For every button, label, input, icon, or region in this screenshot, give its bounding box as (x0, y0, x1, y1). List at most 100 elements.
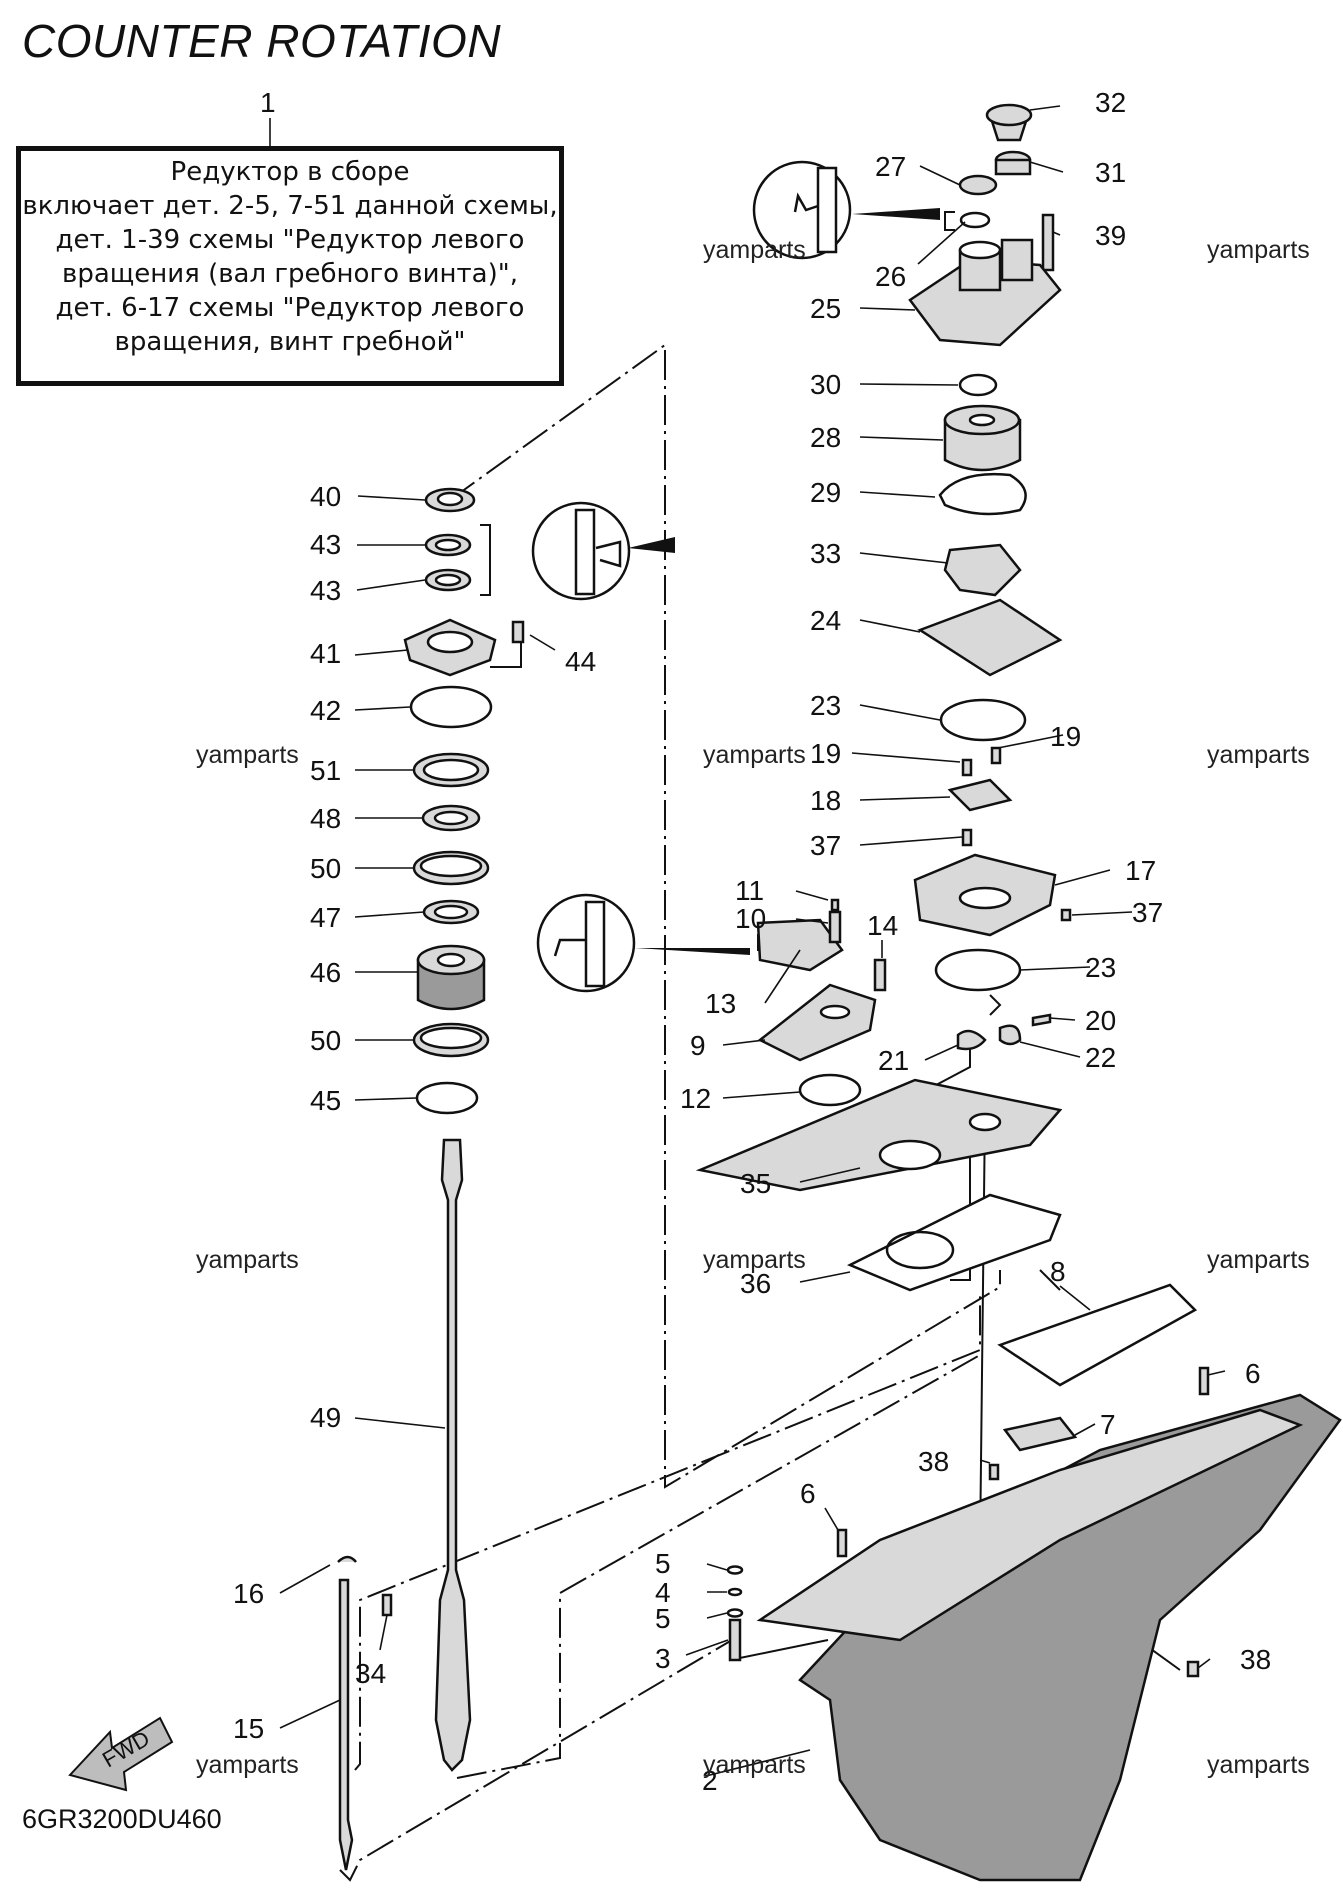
part-6-dowel-right (1198, 1366, 1210, 1396)
assembly-note-line: дет. 6-17 схемы "Редуктор левого (55, 293, 525, 323)
callout-43-upper: 43 (310, 529, 341, 560)
watermark-text: yamparts (1207, 236, 1310, 264)
assembly-note-line: дет. 1-39 схемы "Редуктор левого (55, 225, 525, 255)
callout-38-lower: 38 (1240, 1644, 1271, 1675)
part-3-bushing (728, 1618, 742, 1662)
right-pump-parts (695, 103, 1342, 1882)
callout-leader-lines (269, 105, 1226, 1777)
watermark-text: yamparts (196, 741, 299, 769)
part-22-key (998, 1024, 1022, 1046)
part-10-pin (828, 910, 842, 944)
part-14-bolt (873, 958, 887, 992)
callout-34: 34 (355, 1658, 386, 1689)
callout-7: 7 (1100, 1409, 1116, 1440)
callout-5-lower: 5 (655, 1603, 671, 1634)
part-12-o-ring (798, 1073, 862, 1107)
assembly-note-line: вращения, винт гребной" (114, 327, 466, 357)
callout-21: 21 (878, 1045, 909, 1076)
watermark-text: yamparts (1207, 1246, 1310, 1274)
callout-4: 4 (655, 1577, 671, 1608)
watermark-text: yamparts (1207, 741, 1310, 769)
part-35-wear-plate-gasket (695, 1078, 1063, 1192)
callout-37-upper: 37 (810, 830, 841, 861)
callout-14: 14 (867, 910, 898, 941)
callout-33: 33 (810, 538, 841, 569)
assembly-note-line: Редуктор в сборе (170, 157, 410, 187)
forward-direction-arrow: FWD (68, 1716, 174, 1792)
part-16-clip (337, 1555, 357, 1563)
part-29-gasket (938, 473, 1027, 516)
callout-31: 31 (1095, 157, 1126, 188)
part-20-bolt (1031, 1013, 1052, 1027)
callout-46: 46 (310, 957, 341, 988)
part-33-impeller (943, 543, 1022, 597)
callout-15: 15 (233, 1713, 264, 1744)
callout-17: 17 (1125, 855, 1156, 886)
callout-8: 8 (1050, 1256, 1066, 1287)
callout-16: 16 (233, 1578, 264, 1609)
part-45-o-ring (415, 1081, 479, 1115)
watermark-text: yamparts (196, 1246, 299, 1274)
part-37-pin-lower (1060, 908, 1072, 922)
callout-25: 25 (810, 293, 841, 324)
part-8-gasket (997, 1283, 1198, 1387)
part-5-shim-upper (726, 1565, 744, 1575)
callout-19-right: 19 (1050, 721, 1081, 752)
part-42-o-ring (409, 685, 493, 729)
assembly-note-box: Редуктор в сборе включает дет. 2-5, 7-51… (16, 146, 564, 386)
callout-23-upper: 23 (810, 690, 841, 721)
callout-35: 35 (740, 1168, 771, 1199)
callout-numbers: 1 2 3 4 5 5 6 6 7 8 9 10 11 12 13 14 15 … (233, 87, 1271, 1796)
callout-27: 27 (875, 151, 906, 182)
part-26-ring (959, 211, 991, 229)
callout-6-right: 6 (1245, 1358, 1261, 1389)
part-23-gasket-lower (934, 948, 1022, 992)
part-5-shim-lower (726, 1608, 744, 1618)
callout-38-upper: 38 (918, 1446, 949, 1477)
callout-49: 49 (310, 1402, 341, 1433)
callout-37-lower: 37 (1132, 897, 1163, 928)
callout-45: 45 (310, 1085, 341, 1116)
callout-39: 39 (1095, 220, 1126, 251)
watermark-text: yamparts (1207, 1751, 1310, 1779)
callout-5-upper: 5 (655, 1548, 671, 1579)
callout-50-lower: 50 (310, 1025, 341, 1056)
callout-47: 47 (310, 902, 341, 933)
part-21-woodruff (956, 1029, 987, 1051)
callout-30: 30 (810, 369, 841, 400)
part-44-bolt (511, 620, 525, 644)
callout-20: 20 (1085, 1005, 1116, 1036)
part-19-screw-left (961, 758, 973, 777)
callout-41: 41 (310, 638, 341, 669)
watermark-text: yamparts (703, 741, 806, 769)
assembly-note-line: включает дет. 2-5, 7-51 данной схемы, (22, 191, 558, 221)
left-shaft-parts (337, 487, 525, 1871)
callout-23-lower: 23 (1085, 952, 1116, 983)
callout-28: 28 (810, 422, 841, 453)
callout-9: 9 (690, 1030, 706, 1061)
callout-29: 29 (810, 477, 841, 508)
part-19-screw-right (990, 746, 1002, 765)
part-39-bolt (1041, 213, 1055, 272)
callout-2: 2 (702, 1765, 718, 1796)
callout-43-lower: 43 (310, 575, 341, 606)
callout-1: 1 (260, 87, 276, 118)
watermark-text: yamparts (703, 1751, 806, 1779)
assembly-note-line: вращения (вал гребного винта)", (62, 259, 518, 289)
part-11-bolt (830, 898, 840, 912)
callout-40: 40 (310, 481, 341, 512)
detail-insets (531, 160, 940, 993)
part-23-gasket-upper (939, 698, 1027, 742)
watermark-text: yamparts (703, 1246, 806, 1274)
part-9-seal-housing (757, 983, 877, 1062)
diagram-code: 6GR3200DU460 (22, 1804, 222, 1834)
part-36-gasket (846, 1193, 1062, 1292)
callout-44: 44 (565, 646, 596, 677)
callout-22: 22 (1085, 1042, 1116, 1073)
watermarks: yamparts yamparts yamparts yamparts yamp… (196, 236, 1310, 1779)
callout-51: 51 (310, 755, 341, 786)
callout-13: 13 (705, 988, 736, 1019)
part-30-o-ring (958, 373, 998, 397)
callout-6-left: 6 (800, 1478, 816, 1509)
